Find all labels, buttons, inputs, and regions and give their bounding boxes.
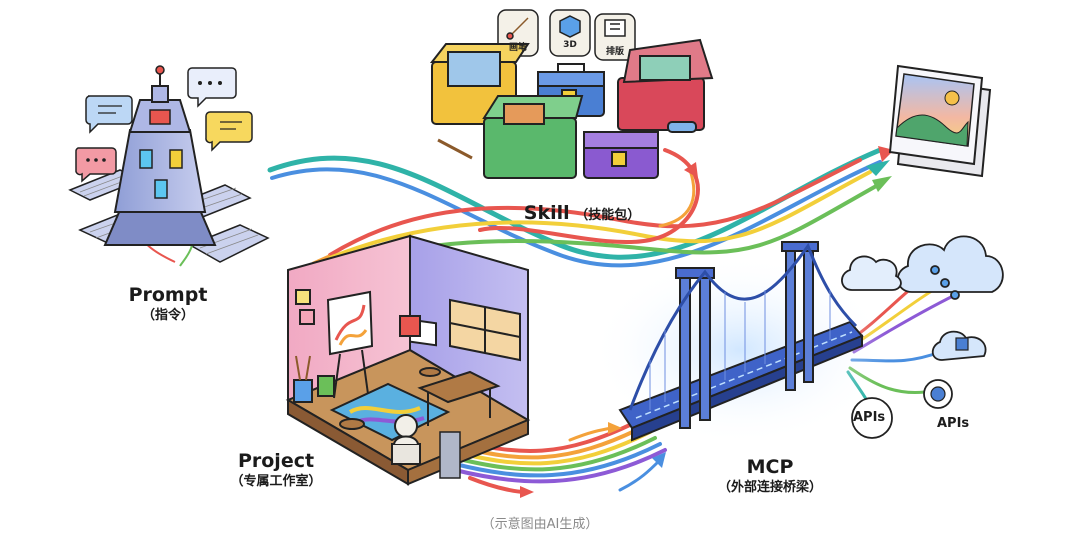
skill-tag-3d: 3D — [563, 40, 577, 50]
skill-tag-paintbrush: 画笔 — [508, 43, 527, 53]
mcp-label: MCP （外部连接桥梁） — [700, 456, 840, 497]
api-label-right: APIs — [937, 416, 970, 431]
image-output-icon — [888, 64, 992, 178]
ribbon-prompt-skill-blue — [270, 160, 882, 268]
skill-subtitle: （技能包） — [575, 208, 641, 223]
mcp-title: MCP — [746, 456, 794, 478]
arrowhead-return — [520, 486, 534, 498]
prompt-tower — [68, 65, 270, 267]
cable-purple — [453, 448, 667, 484]
layout-icon — [604, 19, 626, 37]
image-caption: （示意图由AI生成） — [481, 517, 599, 532]
ribbon-yellow — [318, 170, 872, 264]
ribbon-skill-loop — [478, 148, 700, 245]
skill-title: Skill — [523, 202, 570, 224]
paintbrush-icon — [506, 17, 529, 40]
cloud-icon — [897, 235, 1004, 293]
project-subtitle: （专属工作室） — [230, 474, 322, 489]
skill-tag-layout: 排版 — [605, 47, 624, 57]
cloud-services — [841, 235, 1004, 439]
ribbon-skill-loop-orange — [658, 168, 696, 228]
project-label: Project （专属工作室） — [216, 450, 336, 491]
ribbon-red-back — [328, 158, 862, 257]
cable-blue — [453, 442, 662, 478]
arrowhead-up-blue — [652, 452, 666, 468]
skill-toolboxes — [429, 9, 714, 179]
arrowhead-skill-loop — [684, 162, 698, 178]
mcp-bridge — [439, 241, 864, 479]
arrowhead-image-2 — [866, 160, 890, 176]
cable-yellow — [453, 430, 652, 466]
arrowhead-up-orange — [608, 422, 622, 434]
skill-label: Skill （技能包） — [512, 202, 652, 225]
api-node-icon — [851, 397, 893, 439]
mcp-subtitle: （外部连接桥梁） — [717, 480, 822, 495]
cube-icon — [559, 15, 581, 38]
prompt-title: Prompt — [128, 284, 208, 306]
api-label-left: APIs — [853, 410, 886, 425]
cloud-icon — [841, 255, 902, 291]
project-studio — [285, 234, 531, 486]
prompt-subtitle: （指令） — [141, 308, 194, 323]
project-title: Project — [237, 450, 315, 472]
prompt-label: Prompt （指令） — [118, 284, 218, 325]
arrowhead-image-3 — [872, 176, 892, 192]
cable-green — [453, 436, 657, 472]
